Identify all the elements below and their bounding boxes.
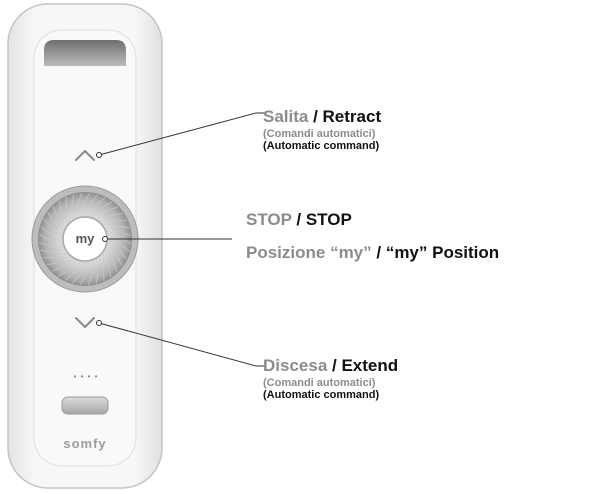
label-italian: Posizione “my” bbox=[246, 243, 372, 262]
callout-down-sub-en: (Automatic command) bbox=[263, 389, 380, 401]
callout-dots bbox=[96, 152, 108, 326]
callout-stop-title: STOP / STOP bbox=[246, 211, 352, 228]
label-italian: Discesa bbox=[263, 356, 328, 375]
label-sep: / bbox=[327, 356, 342, 375]
label-sep: / bbox=[308, 107, 323, 126]
label-english: “my” Position bbox=[385, 243, 500, 262]
callout-down-title: Discesa / Extend bbox=[263, 357, 398, 374]
chevron-up-icon[interactable] bbox=[75, 150, 95, 161]
label-sep: / bbox=[371, 243, 386, 262]
callout-up-sub-en: (Automatic command) bbox=[263, 140, 380, 152]
channel-dots: • • • • bbox=[73, 372, 99, 381]
callout-up-sub-it: (Comandi automatici) bbox=[263, 128, 376, 140]
label-english: Retract bbox=[322, 107, 382, 126]
label-english: STOP bbox=[305, 210, 352, 229]
my-button[interactable]: my bbox=[75, 231, 95, 246]
channel-select-button[interactable] bbox=[61, 396, 109, 415]
my-button-ring[interactable] bbox=[31, 185, 139, 293]
callout-stop-position: Posizione “my” / “my” Position bbox=[246, 244, 499, 261]
brand-logo: somfy bbox=[63, 436, 107, 451]
callout-lines bbox=[98, 112, 266, 367]
label-italian: Salita bbox=[263, 107, 309, 126]
callout-down-sub-it: (Comandi automatici) bbox=[263, 377, 376, 389]
label-italian: STOP bbox=[246, 210, 292, 229]
chevron-down-icon[interactable] bbox=[75, 317, 95, 328]
label-english: Extend bbox=[341, 356, 399, 375]
remote-window bbox=[44, 40, 126, 66]
label-sep: / bbox=[291, 210, 306, 229]
callout-up-title: Salita / Retract bbox=[263, 108, 381, 125]
